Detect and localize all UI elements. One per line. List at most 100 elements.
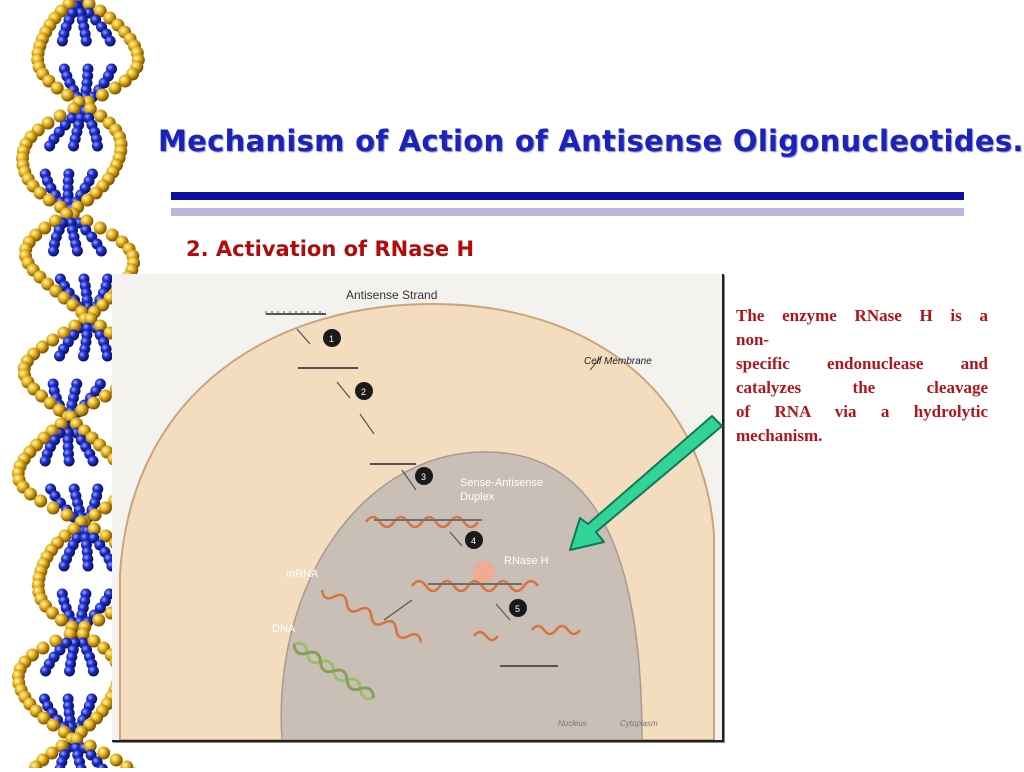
dna-backbone-atom — [109, 753, 123, 767]
dna-backbone-atom — [45, 746, 59, 760]
dna-backbone-atom — [52, 403, 66, 417]
dna-base-atom — [58, 560, 70, 572]
dna-backbone-atom — [108, 81, 122, 95]
label-cytoplasm: Cytoplasm — [620, 719, 658, 728]
description-line-2: non- — [736, 330, 770, 349]
dna-base-atom — [87, 665, 99, 677]
dna-base-atom — [82, 560, 94, 572]
dna-base-atom — [63, 455, 75, 467]
dna-backbone-atom — [118, 74, 132, 88]
description-line-4: catalyzes the cleavage — [736, 378, 988, 397]
dna-base-atom — [63, 665, 75, 677]
step-marker-2 — [355, 382, 373, 400]
label-nucleus: Nucleus — [558, 719, 587, 728]
dna-backbone-atom — [70, 732, 84, 746]
dna-backbone-atom — [81, 193, 95, 207]
dna-backbone-atom — [45, 606, 59, 620]
dna-base-atom — [56, 35, 68, 47]
dna-backbone-atom — [33, 186, 47, 200]
dna-backbone-atom — [95, 88, 109, 102]
step-number-2: 2 — [361, 387, 366, 397]
dna-backbone-atom — [66, 298, 80, 312]
dna-backbone-atom — [46, 501, 60, 515]
dna-backbone-atom — [43, 396, 57, 410]
dna-backbone-atom — [36, 641, 50, 655]
dna-base-atom — [39, 455, 51, 467]
nucleus-shape — [280, 451, 643, 740]
dna-backbone-atom — [92, 613, 106, 627]
dna-backbone-atom — [76, 627, 90, 641]
dna-backbone-atom — [60, 508, 74, 522]
step-marker-5 — [509, 599, 527, 617]
dna-backbone-atom — [87, 522, 101, 536]
title-underline-light — [171, 208, 964, 216]
dna-backbone-atom — [55, 739, 69, 753]
dna-base-atom — [48, 245, 60, 257]
dna-backbone-atom — [80, 214, 94, 228]
dna-backbone-atom — [46, 333, 60, 347]
description-line-5: of RNA via a hydrolytic — [736, 402, 988, 421]
rnase-h-enzyme — [473, 561, 495, 583]
dna-backbone-atom — [83, 739, 97, 753]
dna-backbone-atom — [98, 389, 112, 403]
dna-backbone-atom — [63, 627, 77, 641]
dna-backbone-atom — [34, 494, 48, 508]
label-sense-antisense: Sense-Antisense — [460, 477, 543, 489]
dna-base-atom — [60, 637, 72, 649]
dna-backbone-atom — [99, 529, 113, 543]
dna-backbone-atom — [54, 417, 68, 431]
dna-backbone-atom — [42, 193, 56, 207]
dna-backbone-atom — [41, 116, 55, 130]
title-underline-dark — [171, 192, 964, 200]
dna-base-atom — [87, 455, 99, 467]
slide-subtitle: 2. Activation of RNase H — [186, 237, 475, 261]
slide-title: Mechanism of Action of Antisense Oligonu… — [158, 124, 1024, 158]
step-number-1: 1 — [329, 334, 334, 344]
dna-backbone-atom — [97, 746, 111, 760]
dna-backbone-atom — [98, 501, 112, 515]
dna-backbone-atom — [54, 613, 68, 627]
label-cell-membrane: Cell Membrane — [584, 356, 652, 367]
dna-backbone-atom — [61, 88, 75, 102]
dna-backbone-atom — [37, 711, 51, 725]
step-number-3: 3 — [421, 472, 426, 482]
duplex-wave — [364, 515, 480, 529]
label-antisense-strand: Antisense Strand — [346, 288, 437, 302]
dna-base-atom — [40, 665, 52, 677]
dna-backbone-atom — [93, 319, 107, 333]
green-arrow-icon — [569, 415, 723, 551]
cleaved-fragment-1 — [473, 630, 499, 642]
dna-backbone-atom — [82, 0, 96, 11]
antisense-strand-1 — [265, 311, 326, 315]
dna-backbone-atom — [93, 4, 107, 18]
dna-backbone-atom — [48, 214, 62, 228]
dna-backbone-atom — [83, 102, 97, 116]
dna-base-atom — [95, 245, 107, 257]
dna-backbone-atom — [67, 102, 81, 116]
dna-backbone-atom — [57, 326, 71, 340]
dna-backbone-atom — [84, 312, 98, 326]
dna-backbone-atom — [38, 221, 52, 235]
label-dna: DNA — [272, 623, 296, 635]
dna-backbone-atom — [87, 396, 101, 410]
mrna-rnase-wave — [410, 579, 540, 593]
dna-backbone-atom — [35, 389, 49, 403]
dna-backbone-atom — [49, 634, 63, 648]
description-line-6: mechanism. — [736, 426, 823, 445]
dna-backbone-atom — [105, 228, 119, 242]
pointer-arrow — [560, 410, 730, 564]
dna-backbone-atom — [50, 81, 64, 95]
step-number-4: 4 — [471, 536, 476, 546]
dna-base-atom — [71, 245, 83, 257]
dna-backbone-atom — [88, 508, 102, 522]
dna-base-atom — [66, 112, 78, 124]
dna-backbone-atom — [87, 634, 101, 648]
cleaved-fragment-2 — [531, 624, 581, 636]
dna-base-atom — [83, 7, 95, 19]
dna-backbone-atom — [93, 221, 107, 235]
dna-base-atom — [68, 140, 80, 152]
dna-backbone-atom — [46, 718, 60, 732]
dna-base-atom — [91, 140, 103, 152]
dna-base-atom — [44, 140, 56, 152]
step-marker-1 — [323, 329, 341, 347]
